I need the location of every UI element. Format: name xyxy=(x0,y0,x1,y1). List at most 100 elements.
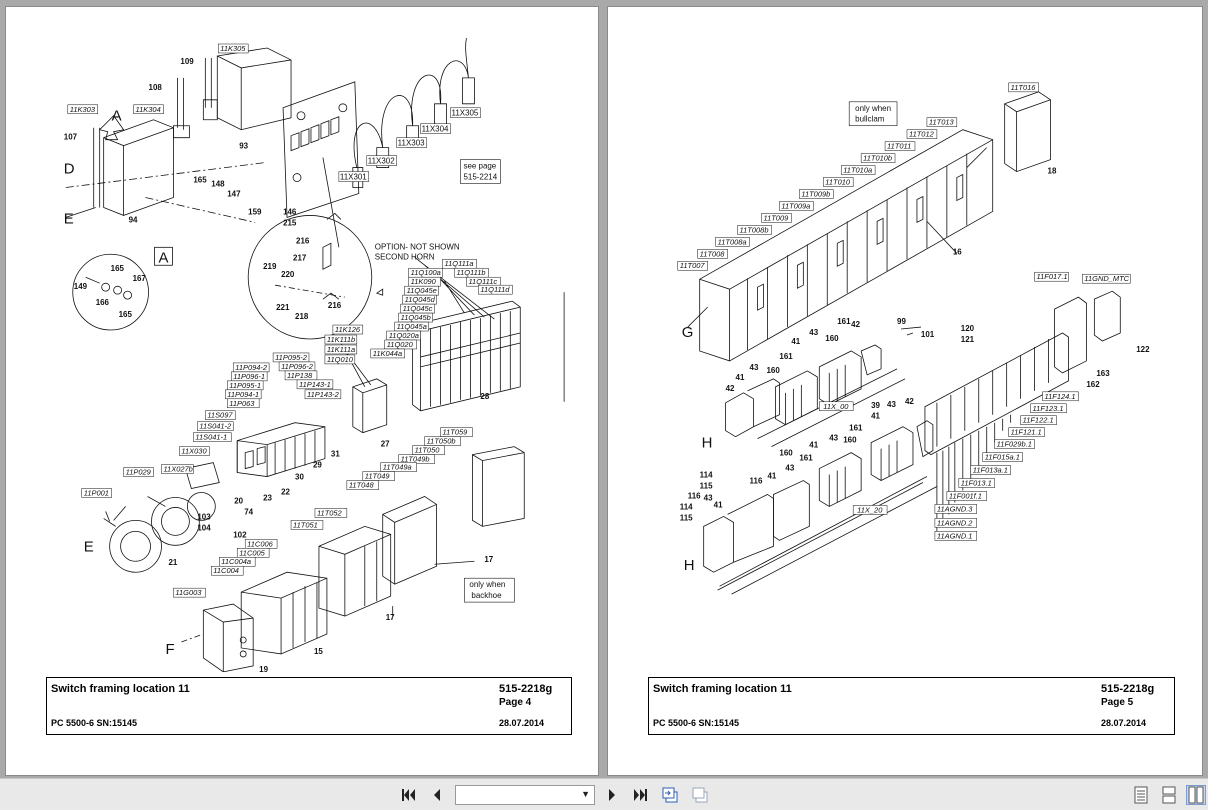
note-bullclam: only when xyxy=(855,104,891,113)
tag-label: 11T010 xyxy=(825,178,851,187)
part-number: 165 xyxy=(111,264,125,273)
part-number: 217 xyxy=(293,253,307,262)
tag-label: 11F017.1 xyxy=(1037,272,1068,281)
tag-label: 11S041-2 xyxy=(199,422,232,431)
part-number: 43 xyxy=(785,464,794,473)
continuous-view-button[interactable] xyxy=(1159,785,1179,805)
tag-label: 11T049b xyxy=(401,455,430,464)
tag-label: 11F121.1 xyxy=(1011,428,1042,437)
tag-label: 11X305 xyxy=(451,109,478,118)
go-back-view-button[interactable] xyxy=(660,785,680,805)
document-date: 28.07.2014 xyxy=(499,718,545,728)
callout-letter: F xyxy=(165,641,174,658)
part-number: 41 xyxy=(767,472,776,481)
callout-letter-boxed: A xyxy=(158,249,168,266)
part-number: 165 xyxy=(193,176,207,185)
tag-label: 11C004 xyxy=(213,566,239,575)
part-number: 163 xyxy=(1096,369,1110,378)
tag-label: 11Q010 xyxy=(327,355,354,364)
part-number: 160 xyxy=(825,334,839,343)
tag-label: 11T013 xyxy=(929,118,955,127)
document-page-4: A A D E E F OPTION- NOT SHOWN SECOND HOR… xyxy=(5,6,599,776)
tag-label: 11F124.1 xyxy=(1045,392,1076,401)
machine-serial: PC 5500-6 SN:15145 xyxy=(51,718,138,728)
tag-label: 11F001f.1 xyxy=(949,491,982,500)
part-number: 167 xyxy=(133,274,147,283)
tag-label: 11P063 xyxy=(229,399,255,408)
first-page-button[interactable] xyxy=(399,785,419,805)
part-number: 41 xyxy=(714,500,723,509)
tag-label: 11Q045b xyxy=(401,313,431,322)
part-number: 114 xyxy=(680,502,693,511)
tag-label: 11K305 xyxy=(220,44,246,53)
part-number: 148 xyxy=(211,180,225,189)
tag-label: 11T010b xyxy=(863,154,892,163)
tag-label: 11F013a.1 xyxy=(973,466,1008,475)
part-number: 161 xyxy=(837,317,851,326)
title-block: Switch framing location 11 515-2218g Pag… xyxy=(46,677,572,735)
part-number: 218 xyxy=(295,312,309,321)
part-number: 160 xyxy=(843,436,857,445)
tag-label: 11F123.1 xyxy=(1033,404,1064,413)
tag-label: 11P094-2 xyxy=(235,363,268,372)
tag-label: 11T009a xyxy=(781,201,810,210)
tag-label: 11Q111b xyxy=(456,268,485,277)
tag-label: 11X303 xyxy=(398,139,425,148)
tag-label: 11Q111c xyxy=(468,277,497,286)
part-number: 31 xyxy=(331,450,340,459)
tag-label: 11X_00 xyxy=(823,402,849,411)
next-page-button[interactable] xyxy=(602,785,622,805)
tag-label: 11K303 xyxy=(70,105,96,114)
part-number: 161 xyxy=(799,454,813,463)
document-number: 515-2218g xyxy=(499,683,553,695)
tag-label: 11Q111a xyxy=(445,259,474,268)
tag-label: 11T008b xyxy=(740,225,769,234)
last-page-button[interactable] xyxy=(630,785,650,805)
part-number: 220 xyxy=(281,270,295,279)
callout-letter: D xyxy=(64,161,75,178)
tag-label: 11C004a xyxy=(221,557,251,566)
tag-label: 11T049 xyxy=(365,472,390,481)
callout-letter: H xyxy=(684,557,695,574)
part-number: 221 xyxy=(276,303,290,312)
go-forward-view-button[interactable] xyxy=(690,785,710,805)
tag-label: 11P029 xyxy=(126,468,151,477)
tag-label: 11X030 xyxy=(181,447,207,456)
part-number: 93 xyxy=(239,142,248,151)
previous-page-button[interactable] xyxy=(427,785,447,805)
note-see-page: see page xyxy=(463,162,496,171)
tag-label: 11K111a xyxy=(327,345,355,354)
page-number-select[interactable]: ▼ xyxy=(455,785,595,805)
part-number: 43 xyxy=(704,493,713,502)
part-number: 116 xyxy=(750,477,763,486)
part-number: 99 xyxy=(897,317,906,326)
tag-label: 11T050 xyxy=(415,446,441,455)
note-see-page: 515-2214 xyxy=(463,173,497,182)
tag-label: 11P001 xyxy=(84,488,109,497)
part-number: 219 xyxy=(263,262,277,271)
tag-label: 11P094-1 xyxy=(227,390,259,399)
part-number: 149 xyxy=(74,282,88,291)
part-number: 20 xyxy=(234,496,243,505)
two-page-view-button[interactable] xyxy=(1186,785,1206,805)
tag-label: 11Q045a xyxy=(397,322,427,331)
part-number: 29 xyxy=(313,461,322,470)
part-number: 43 xyxy=(750,363,759,372)
note-option-text: SECOND HORN xyxy=(375,252,435,261)
part-number: 121 xyxy=(961,335,975,344)
part-number: 43 xyxy=(887,400,896,409)
next-page-icon xyxy=(609,789,615,801)
callout-letter: A xyxy=(112,108,122,125)
chevron-down-icon: ▼ xyxy=(581,789,590,799)
drawing-title: Switch framing location 11 xyxy=(653,683,792,695)
tag-label-group: 11T016 11T013 11T012 11T011 11T010b 11T0… xyxy=(677,82,1131,541)
part-number: 215 xyxy=(283,218,297,227)
tag-label: 11T012 xyxy=(909,130,935,139)
part-number: 108 xyxy=(149,83,163,92)
tag-label: 11F013.1 xyxy=(961,479,992,488)
single-page-view-button[interactable] xyxy=(1131,785,1151,805)
tag-label: 11P143-2 xyxy=(307,390,340,399)
last-page-icon xyxy=(634,789,647,801)
document-page-5: G H H only when bullclam 11T016 11T013 1… xyxy=(607,6,1203,776)
part-number: 19 xyxy=(259,665,268,672)
